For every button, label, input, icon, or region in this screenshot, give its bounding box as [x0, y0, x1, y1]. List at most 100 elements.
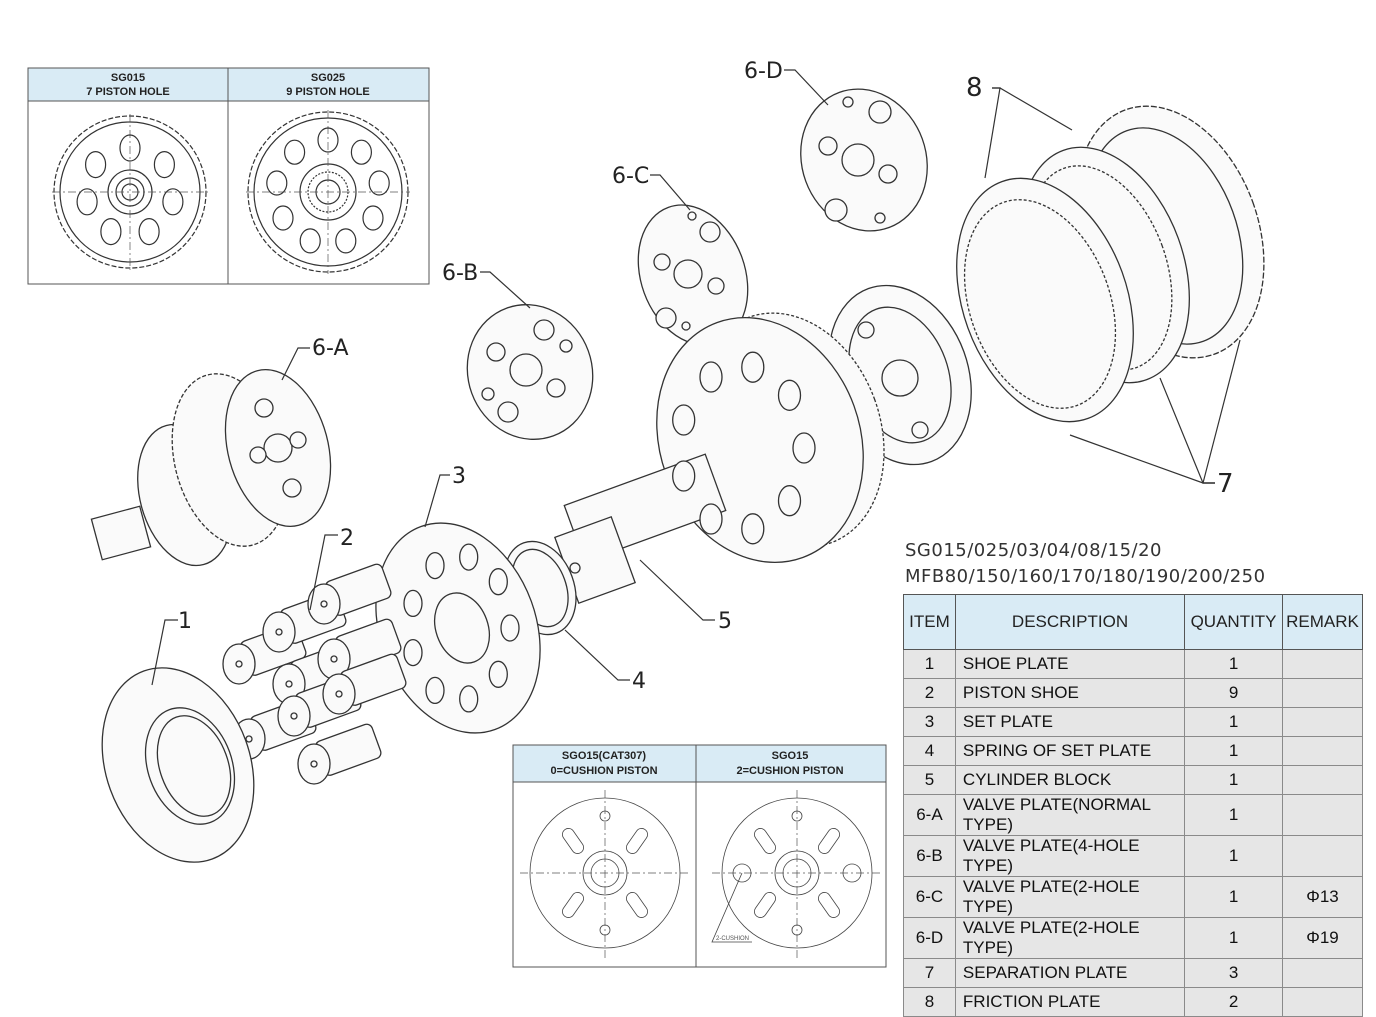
piston-shoe-center — [290, 712, 298, 720]
set-plate-hole — [488, 660, 508, 688]
inset-sgo15-title: SGO15 — [772, 750, 809, 762]
set-plate-hole — [425, 676, 445, 705]
model-line-1: SG015/025/03/04/08/15/20 — [905, 540, 1162, 561]
callout-5: 5 — [718, 609, 732, 634]
cell-quantity: 1 — [1184, 794, 1284, 836]
callout-4: 4 — [632, 669, 646, 694]
header-remark: REMARK — [1282, 594, 1363, 650]
part-1-shoe-plate — [101, 667, 255, 863]
piston-hole — [119, 134, 141, 162]
cushion-note: 2-CUSHION — [716, 936, 749, 942]
callout-labels: 1 2 3 4 5 6-A 6-B 6-C 6-D 7 8 — [178, 59, 1234, 694]
piston-hole — [350, 139, 372, 165]
cylinder-bore — [777, 379, 802, 411]
cell-remark — [1282, 765, 1363, 795]
piston-hole — [76, 188, 98, 216]
cell-item: 2 — [903, 678, 956, 708]
set-plate-hole — [459, 543, 479, 571]
inset-sg015-subtitle: 7 PISTON HOLE — [86, 86, 170, 98]
cell-item: 8 — [903, 987, 956, 1017]
piston-shoe-center — [245, 735, 253, 743]
cell-quantity: 1 — [1184, 765, 1284, 795]
callout-7: 7 — [1217, 469, 1234, 499]
cylinder-bore — [741, 513, 765, 545]
set-plate-hole — [488, 568, 508, 596]
inset-sg015-title: SG015 — [111, 72, 145, 84]
valve-plate-2-cushion: 2-CUSHION — [711, 790, 882, 958]
piston-hole — [153, 151, 175, 179]
piston-shoe-center — [335, 690, 343, 698]
piston-hole — [299, 228, 321, 254]
inset-cushion-piston: SGO15(CAT307) 0=CUSHION PISTON SGO15 2=C… — [512, 744, 887, 968]
part-7-8-clutch-plates — [956, 105, 1265, 423]
cell-quantity: 1 — [1184, 876, 1284, 918]
cell-quantity: 1 — [1184, 835, 1284, 877]
cell-remark: Φ13 — [1282, 876, 1363, 918]
cell-remark — [1282, 736, 1363, 766]
cell-item: 6-A — [903, 794, 956, 836]
callout-3: 3 — [452, 464, 466, 489]
model-line-2: MFB80/150/160/170/180/190/200/250 — [905, 566, 1266, 587]
cell-item: 6-B — [903, 835, 956, 877]
part-6c-valve-plate — [637, 204, 749, 346]
callout-8: 8 — [966, 73, 983, 103]
inset-piston-hole: SG015 7 PISTON HOLE SG025 9 PISTON HOLE — [27, 67, 430, 285]
cell-description: VALVE PLATE(NORMAL TYPE) — [954, 794, 1186, 836]
piston-hole — [138, 218, 160, 246]
cell-item: 5 — [903, 765, 956, 795]
piston-hole — [272, 205, 294, 231]
model-list: SG015/025/03/04/08/15/20 MFB80/150/160/1… — [905, 538, 1266, 590]
cylinder-bore — [672, 460, 696, 492]
cell-quantity: 9 — [1184, 678, 1284, 708]
valve-plate-0-cushion — [520, 790, 690, 958]
sg015-cylinder-face — [52, 114, 208, 270]
piston-hole — [100, 218, 122, 246]
part-3-set-plate — [375, 522, 541, 734]
part-5-cylinder-block — [554, 312, 885, 604]
piston-shoe-center — [320, 600, 328, 608]
piston-shoe-center — [330, 655, 338, 663]
cell-quantity: 1 — [1184, 649, 1284, 679]
part-6b-valve-plate — [466, 304, 594, 440]
callout-leaders — [151, 69, 1241, 686]
piston-hole — [84, 151, 107, 179]
cylinder-bore — [741, 351, 765, 383]
piston-hole — [335, 228, 357, 254]
header-description: DESCRIPTION — [954, 594, 1186, 650]
set-plate-hole — [459, 685, 479, 713]
cell-remark — [1282, 794, 1363, 836]
parts-table-header: ITEM DESCRIPTION QUANTITY REMARK — [903, 594, 1363, 650]
cell-remark — [1282, 958, 1363, 988]
cell-quantity: 1 — [1184, 736, 1284, 766]
piston-hole — [266, 170, 288, 196]
piston-hole — [284, 139, 306, 165]
piston-hole — [317, 127, 339, 153]
sg025-cylinder-face — [246, 110, 410, 274]
cell-item: 4 — [903, 736, 956, 766]
cell-description: PISTON SHOE — [954, 678, 1186, 708]
cell-remark — [1282, 707, 1363, 737]
set-plate-hole — [403, 638, 423, 667]
piston-shoe-center — [235, 660, 243, 668]
inset-sg025-title: SG025 — [311, 72, 345, 84]
part-6d-valve-plate — [800, 88, 928, 232]
cell-remark — [1282, 835, 1363, 877]
cell-description: VALVE PLATE(4-HOLE TYPE) — [954, 835, 1186, 877]
piston-shoe-center — [275, 628, 283, 636]
cell-item: 6-D — [903, 917, 956, 959]
piston-shoe-center — [310, 760, 318, 768]
cell-description: FRICTION PLATE — [954, 987, 1186, 1017]
exploded-diagram: SG015 7 PISTON HOLE SG025 9 PISTON HOLE — [27, 59, 1265, 968]
cylinder-bore — [777, 485, 802, 517]
part-6a-valve-plate-assembly — [90, 368, 332, 567]
